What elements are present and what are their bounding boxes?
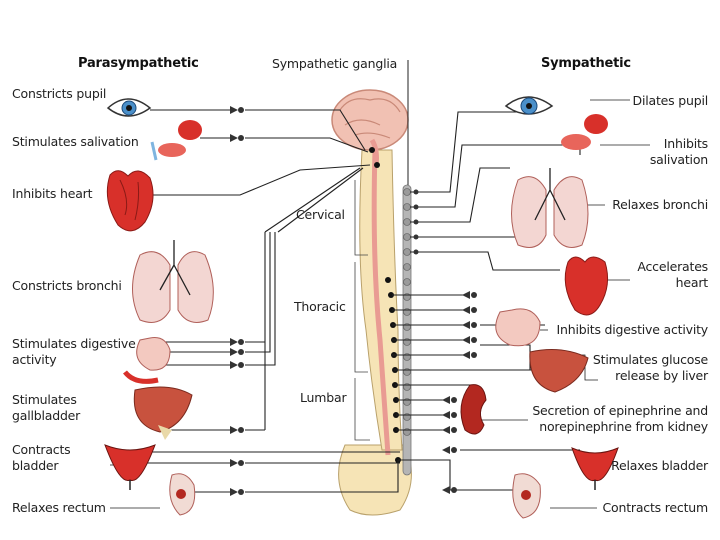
stomach-left-icon bbox=[123, 337, 171, 384]
ganglia-header: Sympathetic ganglia bbox=[272, 56, 398, 71]
liver-right-icon bbox=[529, 349, 589, 393]
symp-label-glucose: Stimulates glucose release by liver bbox=[592, 352, 708, 383]
para-label-salivation: Stimulates salivation bbox=[12, 134, 139, 149]
liver-left-icon bbox=[133, 386, 193, 440]
sympathetic-arrows bbox=[413, 189, 477, 494]
para-label-bronchi: Constricts bronchi bbox=[12, 278, 122, 293]
symp-label-digestive: Inhibits digestive activity bbox=[556, 322, 709, 337]
bladder-right-icon bbox=[571, 447, 619, 490]
sympathetic-header: Sympathetic bbox=[541, 56, 631, 71]
symp-label-bronchi: Relaxes bronchi bbox=[612, 197, 708, 212]
region-brackets bbox=[354, 180, 370, 441]
parasympathetic-header: Parasympathetic bbox=[78, 56, 199, 71]
symp-label-salivation: Inhibits salivation bbox=[649, 136, 708, 167]
para-label-bladder: Contracts bladder bbox=[12, 442, 71, 473]
region-lumbar: Lumbar bbox=[300, 390, 347, 405]
salivary-gland-left-icon bbox=[150, 120, 202, 161]
salivary-gland-right-icon bbox=[561, 114, 608, 150]
cord-dots bbox=[369, 147, 401, 463]
symp-label-rectum: Contracts rectum bbox=[602, 500, 709, 515]
para-label-pupil: Constricts pupil bbox=[12, 86, 107, 101]
rectum-left-icon bbox=[169, 473, 196, 516]
para-label-gallbladder: Stimulates gallbladder bbox=[12, 392, 81, 423]
para-label-digestive: Stimulates digestive activity bbox=[12, 336, 136, 367]
symp-label-pupil: Dilates pupil bbox=[632, 93, 709, 108]
symp-label-epinephrine: Secretion of epinephrine and norepinephr… bbox=[532, 403, 708, 434]
stomach-right-icon bbox=[495, 308, 541, 347]
lungs-left-icon bbox=[132, 240, 214, 323]
eye-left-icon bbox=[106, 98, 152, 117]
lungs-right-icon bbox=[511, 168, 589, 248]
rectum-right-icon bbox=[512, 473, 541, 519]
parasympathetic-arrows bbox=[230, 106, 244, 496]
region-thoracic: Thoracic bbox=[294, 299, 346, 314]
region-cervical: Cervical bbox=[296, 207, 345, 222]
symp-label-heart: Accelerates heart bbox=[637, 259, 708, 290]
heart-left-icon bbox=[106, 170, 154, 232]
para-label-heart: Inhibits heart bbox=[12, 186, 93, 201]
eye-right-icon bbox=[504, 96, 554, 115]
heart-right-icon bbox=[564, 256, 609, 316]
bladder-left-icon bbox=[104, 444, 156, 490]
symp-label-bladder: Relaxes bladder bbox=[611, 458, 708, 473]
kidney-right-icon bbox=[460, 384, 487, 435]
para-label-rectum: Relaxes rectum bbox=[12, 500, 106, 515]
